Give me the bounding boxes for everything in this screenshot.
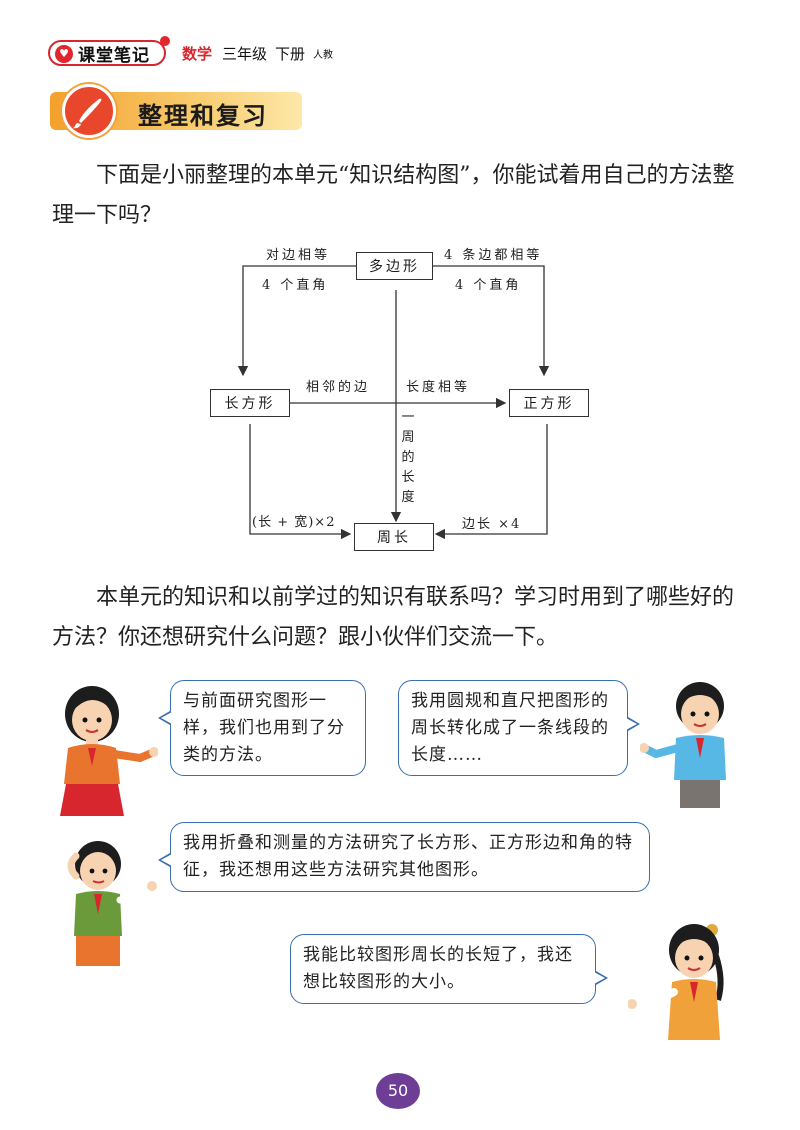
page-header: ♥ 课堂笔记 数学 三年级 下册 人教 <box>48 36 334 68</box>
question-paragraph: 本单元的知识和以前学过的知识有联系吗？学习时用到了哪些好的方法？你还想研究什么问… <box>52 585 735 650</box>
label-square-formula: 边长 ×4 <box>462 517 522 532</box>
brush-icon <box>62 84 116 138</box>
node-polygon: 多边形 <box>356 252 433 280</box>
knowledge-structure-diagram: 多边形 长方形 正方形 周长 对边相等 4 个直角 4 条边都相等 4 个直角 … <box>200 240 600 560</box>
label-one-round-length: 一周的长度 <box>400 408 416 508</box>
label-length-equal: 长度相等 <box>406 380 471 395</box>
node-rectangle: 长方形 <box>210 389 290 417</box>
label-four-right-angles-right: 4 个直角 <box>455 278 522 293</box>
edition-label: 人教 <box>313 49 334 61</box>
speech-bubble-girl-1: 与前面研究图形一样，我们也用到了分类的方法。 <box>158 680 366 776</box>
subject-label: 数学 <box>182 44 213 63</box>
boy-1-illustration <box>639 678 740 816</box>
dialogue-text: 我用圆规和直尺把图形的周长转化成了一条线段的长度…… <box>411 691 609 765</box>
dialogue-text: 我能比较图形周长的长短了，我还想比较图形的大小。 <box>303 945 573 992</box>
girl-2-illustration <box>627 920 738 1048</box>
boy-2-illustration <box>62 836 162 974</box>
label-four-sides-equal: 4 条边都相等 <box>444 248 543 263</box>
heart-icon: ♥ <box>55 45 73 63</box>
grade-label: 三年级 <box>222 44 268 63</box>
node-perimeter: 周长 <box>354 523 434 551</box>
section-title: 整理和复习 <box>138 102 268 130</box>
dialogue-text: 与前面研究图形一样，我们也用到了分类的方法。 <box>183 691 345 765</box>
term-label: 下册 <box>275 44 306 63</box>
dialogue-text: 我用折叠和测量的方法研究了长方形、正方形边和角的特征，我还想用这些方法研究其他图… <box>183 833 633 880</box>
dot-icon <box>160 36 170 46</box>
intro-paragraph: 下面是小丽整理的本单元“知识结构图”，你能试着用自己的方法整理一下吗？ <box>52 163 735 228</box>
brand-name: 课堂笔记 <box>78 45 150 66</box>
label-adjacent-sides: 相邻的边 <box>306 380 371 395</box>
label-opposite-sides-equal: 对边相等 <box>266 248 331 263</box>
page-number: 50 <box>376 1073 420 1109</box>
diagram-connectors <box>237 265 550 540</box>
speech-bubble-boy-2: 我用折叠和测量的方法研究了长方形、正方形边和角的特征，我还想用这些方法研究其他图… <box>158 822 650 892</box>
brand-logo: ♥ 课堂笔记 <box>48 36 170 66</box>
node-square: 正方形 <box>509 389 589 417</box>
girl-1-illustration <box>58 682 159 820</box>
label-rectangle-formula: (长 + 宽)×2 <box>252 515 336 530</box>
speech-bubble-girl-2: 我能比较图形周长的长短了，我还想比较图形的大小。 <box>290 934 608 1004</box>
speech-bubble-boy-1: 我用圆规和直尺把图形的周长转化成了一条线段的长度…… <box>398 680 640 776</box>
label-four-right-angles-left: 4 个直角 <box>262 278 329 293</box>
